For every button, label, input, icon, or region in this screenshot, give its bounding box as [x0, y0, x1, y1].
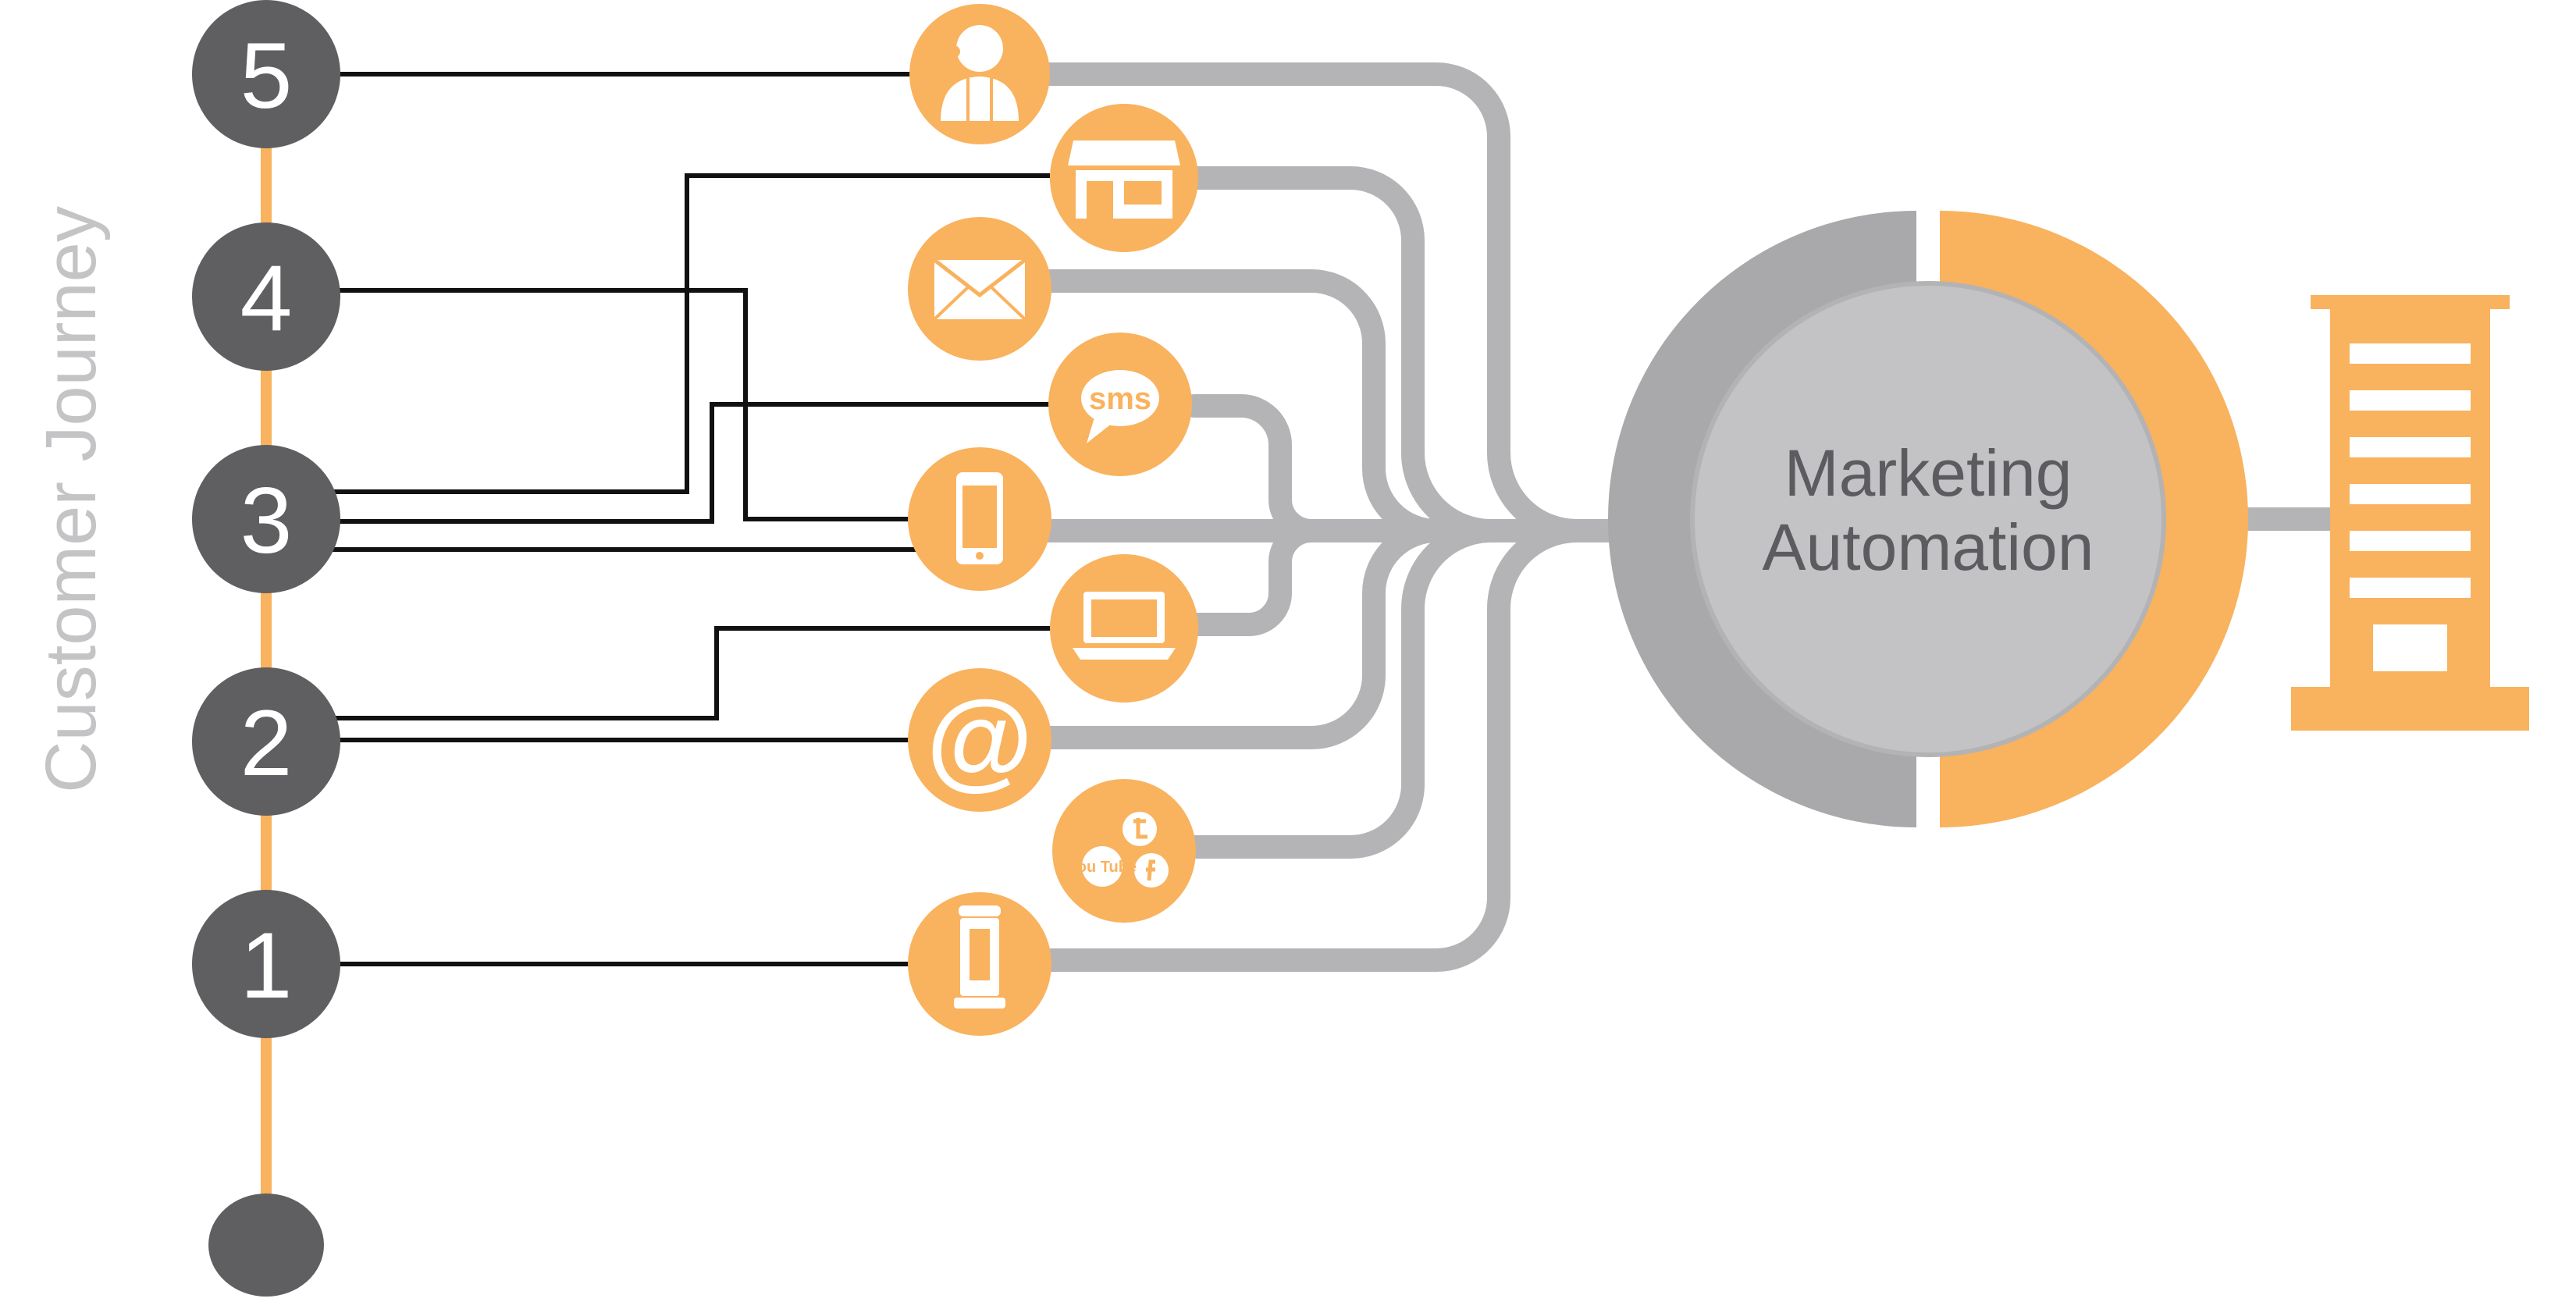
- connector-3-sms: [266, 402, 1050, 524]
- hub-label-line2: Automation: [1763, 510, 2094, 584]
- social-media-icon: You Tube: [1052, 779, 1196, 923]
- step-1-node: 1: [192, 890, 340, 1038]
- office-building-icon: [2291, 295, 2529, 731]
- pipe-social: [1183, 519, 1503, 859]
- marketing-automation-hub: Marketing Automation: [1608, 209, 2248, 829]
- hub-label-line1: Marketing: [1784, 436, 2073, 510]
- pipe-store: [1183, 166, 1503, 542]
- pipe-kiosk: [1038, 519, 1589, 972]
- pipe-at: [1038, 519, 1448, 749]
- laptop-icon: [1050, 554, 1198, 703]
- step-1-number: 1: [240, 913, 293, 1018]
- envelope-icon: [908, 217, 1051, 361]
- kiosk-icon: [908, 892, 1051, 1036]
- step-2-node: 2: [192, 667, 340, 816]
- journey-end-node: [208, 1194, 324, 1297]
- pipe-laptop: [1183, 519, 1323, 636]
- step-5-node: 5: [192, 0, 340, 148]
- step-4-circle: [192, 222, 340, 371]
- mobile-phone-icon: [908, 447, 1051, 591]
- store-icon: [1050, 104, 1198, 252]
- step-2-number: 2: [240, 691, 293, 795]
- step-4-node: 4: [192, 222, 340, 371]
- step-3-number: 3: [240, 468, 293, 573]
- step-1-circle: [192, 890, 340, 1038]
- step-3-node: 3: [192, 445, 340, 593]
- customer-journey-label: Customer Journey: [31, 206, 111, 793]
- step-2-circle: [192, 667, 340, 816]
- step-5-circle: [192, 0, 340, 148]
- sms-bubble-icon: sms: [1048, 333, 1192, 476]
- connector-2-laptop: [266, 626, 1077, 720]
- sms-icon-text: sms: [1089, 382, 1151, 416]
- step-5-number: 5: [240, 23, 293, 128]
- step-3-circle: [192, 445, 340, 593]
- pipe-sms: [1183, 394, 1323, 542]
- youtube-icon-text: You Tube: [1068, 859, 1137, 876]
- at-icon-text: @: [927, 678, 1034, 800]
- call-center-agent-icon: [909, 4, 1050, 144]
- email-at-icon: @: [908, 668, 1051, 812]
- step-4-number: 4: [240, 246, 293, 350]
- connector-3-store: [266, 173, 1050, 494]
- hub-inner-circle: [1690, 281, 2166, 757]
- step-connectors: [266, 72, 1077, 966]
